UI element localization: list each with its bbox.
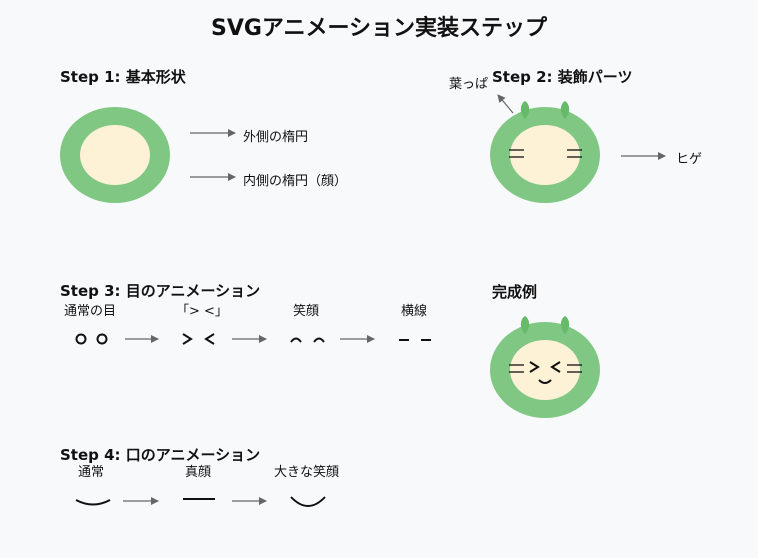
eye-smile-icon xyxy=(290,337,325,343)
eye-state-normal-label: 通常の目 xyxy=(64,304,117,319)
step1-face xyxy=(60,107,170,203)
eye-normal-icon xyxy=(75,333,108,345)
leaf-left-icon xyxy=(520,316,530,334)
outer-ellipse-label: 外側の楕円 xyxy=(243,130,309,145)
complete-mouth-icon xyxy=(538,379,552,384)
inner-ellipse xyxy=(510,125,580,185)
page-title: SVGアニメーション実装ステップ xyxy=(210,16,548,41)
leaf-right-icon xyxy=(560,101,570,119)
eye-state-smile-label: 笑顔 xyxy=(293,304,320,319)
mouth-state-neutral-label: 真顔 xyxy=(185,465,212,480)
inner-ellipse xyxy=(510,340,580,400)
whiskers-left xyxy=(509,149,524,158)
complete-eyes-icon xyxy=(529,361,561,373)
leaf-label: 葉っぱ xyxy=(449,77,489,92)
step4-heading: Step 4: 口のアニメーション xyxy=(60,446,261,464)
whiskers-right xyxy=(567,364,582,373)
whiskers-left xyxy=(509,364,524,373)
leaf-left-icon xyxy=(520,101,530,119)
complete-heading: 完成例 xyxy=(492,283,538,301)
step2-face xyxy=(490,101,600,203)
mouth-normal-icon xyxy=(75,499,111,506)
whiskers-right xyxy=(567,149,582,158)
step1-heading: Step 1: 基本形状 xyxy=(60,68,186,86)
whisker-label: ヒゲ xyxy=(676,152,703,167)
inner-ellipse-label: 内側の楕円（顔） xyxy=(243,174,348,189)
eye-state-line-label: 横線 xyxy=(401,304,428,319)
mouth-state-bigsmile-label: 大きな笑顔 xyxy=(274,465,340,480)
leaf-arrow xyxy=(497,94,514,114)
step3-heading: Step 3: 目のアニメーション xyxy=(60,282,261,300)
eye-state-squint-label: 「> <」 xyxy=(176,304,228,319)
mouth-bigsmile-icon xyxy=(290,496,326,507)
inner-ellipse xyxy=(80,125,150,185)
mouth-state-normal-label: 通常 xyxy=(78,465,105,480)
complete-face xyxy=(490,316,600,418)
leaf-right-icon xyxy=(560,316,570,334)
eye-squint-icon xyxy=(182,333,215,345)
step2-heading: Step 2: 装飾パーツ xyxy=(492,68,633,86)
